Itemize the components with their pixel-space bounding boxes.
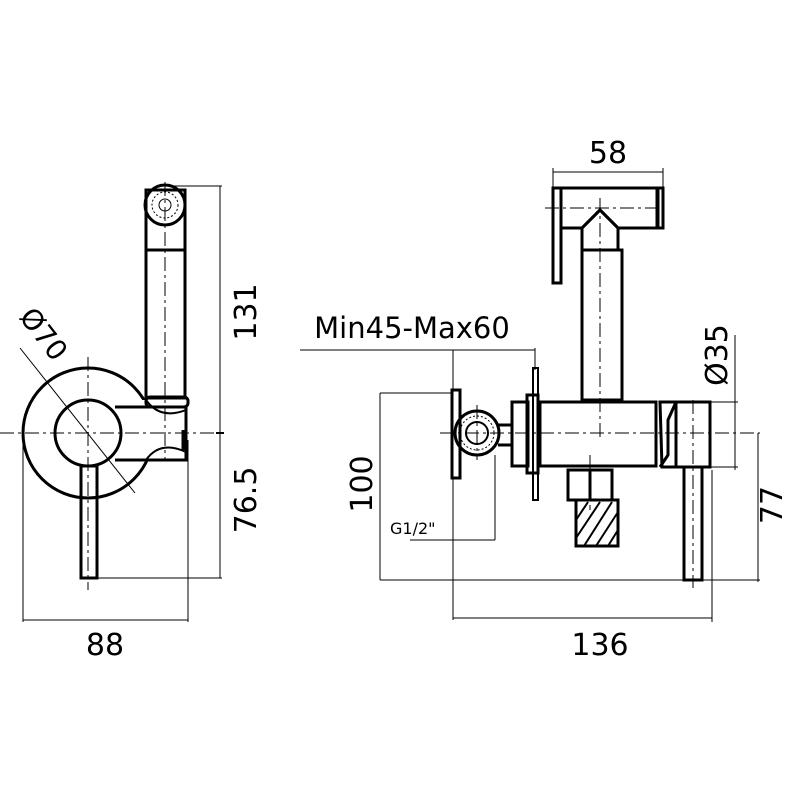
hose-hatched [574,498,620,548]
dim-head-width-label: 58 [589,136,627,171]
dim-height-left-label: 100 [345,455,380,512]
dim-height-top-label: 131 [229,283,264,340]
valve-body [538,400,658,468]
dim-height-bottom-label: 76.5 [229,467,264,534]
front-view: 58 Min45-Max60 100 G1/2" 136 Ø35 77 [300,136,790,663]
spray-pipe-front [580,248,624,402]
dim-total-width-label: 136 [571,628,628,663]
thread-label: G1/2" [390,519,436,538]
dim-diameter-front-label: Ø35 [700,324,735,386]
dim-diameter-label: Ø70 [13,301,75,367]
dim-height-right-label: 77 [755,486,790,524]
holder-front [658,400,712,469]
lever-handle [79,464,99,580]
wall-flange [532,367,539,501]
side-view: 88 131 76.5 Ø70 [0,182,264,663]
spray-trigger [551,186,563,285]
dim-wall-depth-label: Min45-Max60 [314,311,510,345]
dim-width-label: 88 [86,628,124,663]
